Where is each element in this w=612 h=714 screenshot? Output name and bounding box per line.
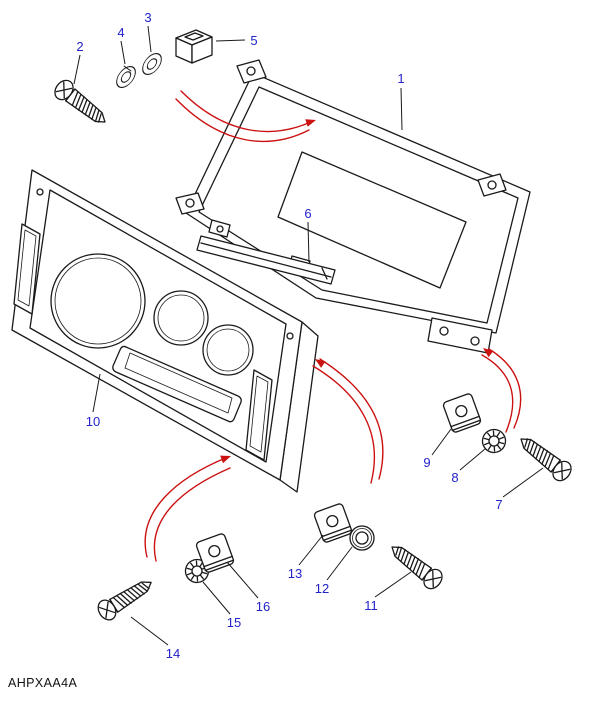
screw-part-11 xyxy=(384,538,447,593)
bezel-slot-left xyxy=(13,223,41,315)
gauge-opening-mid xyxy=(153,290,209,346)
arrowhead-mid xyxy=(315,359,326,368)
leader-line-2 xyxy=(73,54,81,85)
clip-part-9 xyxy=(441,392,483,434)
part-label-14: 14 xyxy=(166,646,180,661)
bezel-inner-face xyxy=(29,189,287,463)
assembly-arrow-left-2 xyxy=(153,467,231,562)
part-label-13: 13 xyxy=(288,566,302,581)
screw-part-14 xyxy=(94,572,158,624)
leader-line-1 xyxy=(400,87,403,131)
part-label-8: 8 xyxy=(451,470,458,485)
part-label-3: 3 xyxy=(144,10,151,25)
assembly-arrow-right-2 xyxy=(481,354,514,433)
leader-line-4 xyxy=(120,40,126,65)
part-label-1: 1 xyxy=(397,71,404,86)
assembly-arrow-left-1 xyxy=(144,456,229,558)
assembly-arrow-right-1 xyxy=(488,348,522,429)
housing-inner-rim xyxy=(198,86,519,324)
leader-line-16 xyxy=(226,561,259,599)
bezel-slot-center xyxy=(112,345,242,423)
star-washer-part-8 xyxy=(479,426,509,456)
arrowhead-right xyxy=(483,348,494,358)
clip-part-13 xyxy=(312,502,354,544)
leader-line-9 xyxy=(431,428,452,456)
leader-line-7 xyxy=(502,467,544,498)
washer-part-12 xyxy=(349,525,375,551)
figure-code: AHPXAA4A xyxy=(8,676,78,690)
leader-line-14 xyxy=(130,616,169,646)
part-label-7: 7 xyxy=(495,497,502,512)
lock-washer-part-4 xyxy=(116,65,136,89)
part-label-5: 5 xyxy=(250,33,257,48)
assembly-arrow-top-2 xyxy=(175,98,310,143)
part-label-2: 2 xyxy=(76,39,83,54)
leader-lines xyxy=(73,25,544,646)
leader-line-3 xyxy=(147,25,152,53)
part-label-12: 12 xyxy=(315,581,329,596)
screw-part-2 xyxy=(50,76,113,131)
assembly-arrow-mid-2 xyxy=(312,365,375,484)
part-label-16: 16 xyxy=(256,599,270,614)
part-label-10: 10 xyxy=(86,414,100,429)
leader-line-6 xyxy=(307,221,310,263)
bezel-slot-right xyxy=(245,369,273,461)
nut-part-5 xyxy=(175,29,213,64)
assembly-arrows xyxy=(144,90,522,562)
instrument-bezel-part xyxy=(11,169,319,493)
leader-line-11 xyxy=(374,571,412,598)
gauge-opening-large xyxy=(50,253,146,349)
arrowhead-top xyxy=(305,119,316,127)
mounting-strip-part xyxy=(196,235,336,285)
gauge-opening-small xyxy=(202,324,254,376)
leader-line-13 xyxy=(298,534,324,566)
leader-line-5 xyxy=(215,39,246,42)
arrowhead-left xyxy=(220,455,231,464)
housing-opening xyxy=(277,151,467,289)
leader-line-10 xyxy=(92,373,101,413)
part-label-4: 4 xyxy=(117,25,124,40)
part-labels: 1 2 3 4 5 6 7 8 9 10 11 12 13 14 15 16 xyxy=(76,10,502,661)
leader-line-15 xyxy=(202,581,231,615)
assembly-arrow-top-1 xyxy=(180,90,314,133)
part-label-6: 6 xyxy=(304,206,311,221)
assembly-arrow-mid-1 xyxy=(319,358,384,480)
screw-part-7 xyxy=(513,430,576,485)
washer-part-3 xyxy=(142,52,162,76)
part-label-11: 11 xyxy=(364,598,378,613)
leader-line-8 xyxy=(459,448,486,471)
part-label-9: 9 xyxy=(423,455,430,470)
part-label-15: 15 xyxy=(227,615,241,630)
leader-line-12 xyxy=(326,546,353,581)
